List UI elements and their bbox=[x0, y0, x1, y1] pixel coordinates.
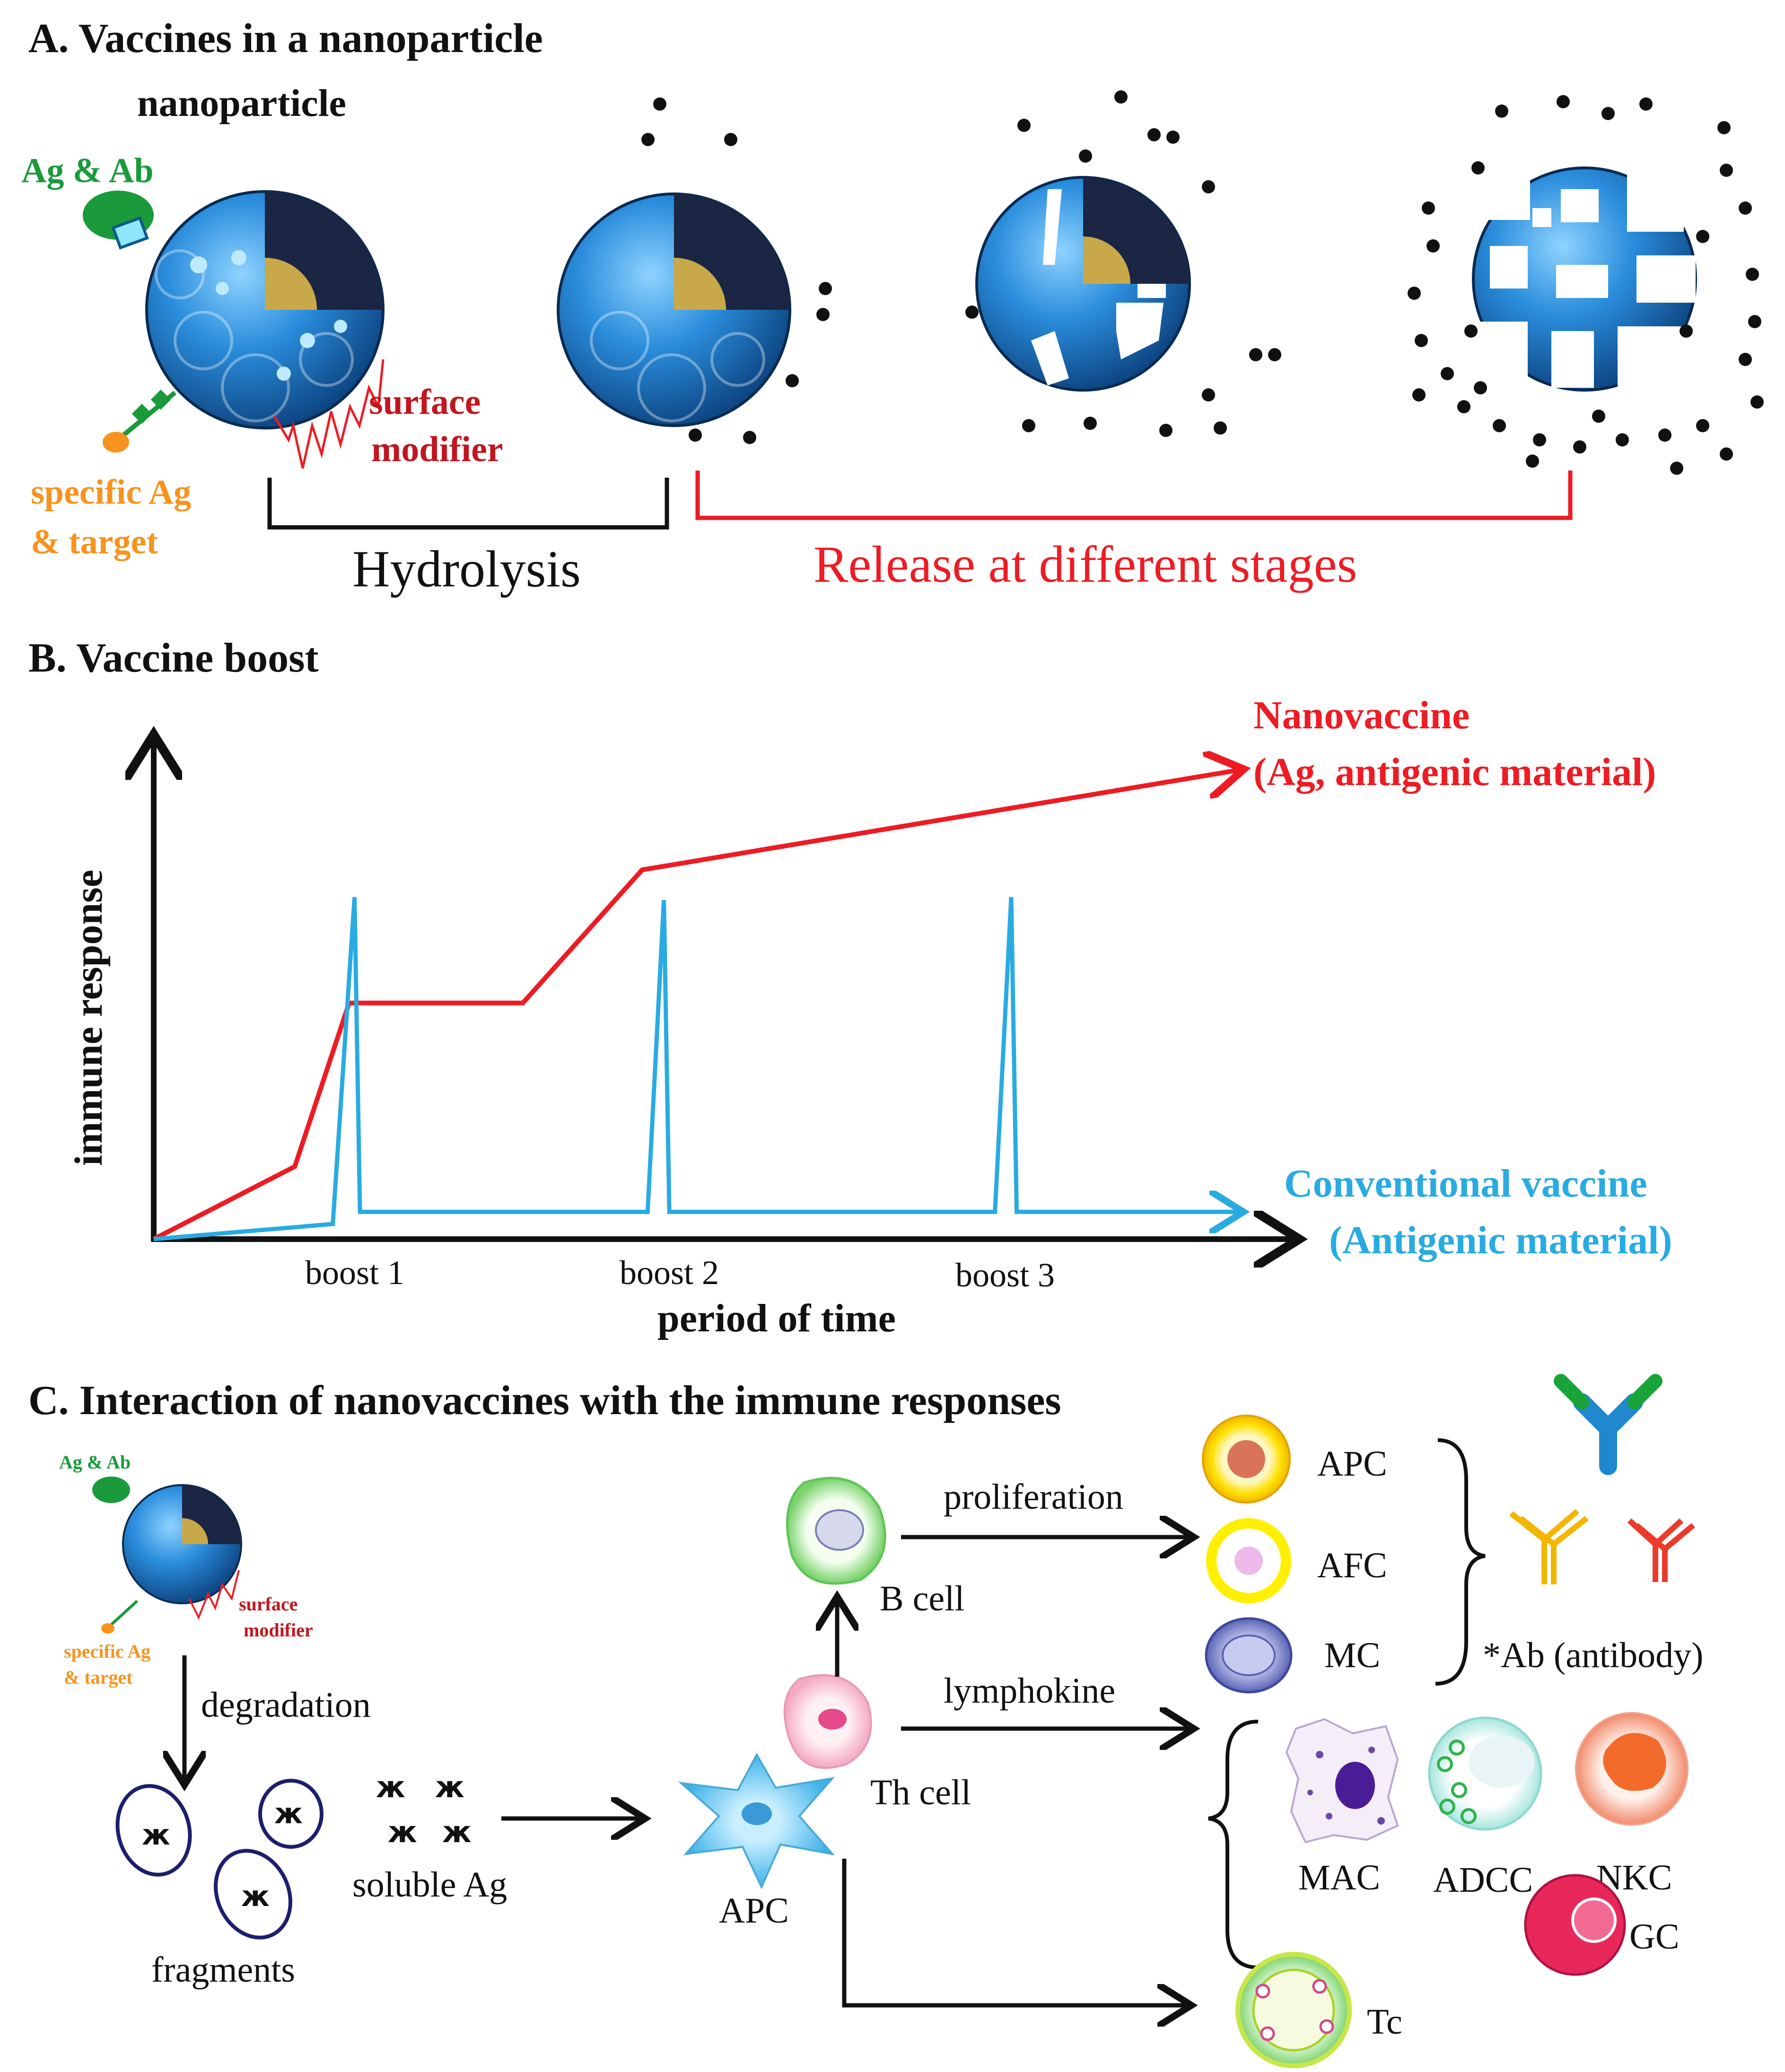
soluble-ag-label: soluble Ag bbox=[352, 1865, 507, 1905]
antibody-brace bbox=[1435, 1438, 1486, 1686]
adcc-label: ADCC bbox=[1433, 1860, 1533, 1900]
gc-label: GC bbox=[1629, 1917, 1680, 1957]
c-surface-modifier-line2: modifier bbox=[244, 1619, 313, 1641]
nanoparticle-fragmented bbox=[1472, 166, 1697, 393]
nanoparticle-degrading bbox=[975, 176, 1191, 392]
x-tick-label: boost 2 bbox=[620, 1254, 719, 1292]
mc-cell bbox=[1205, 1617, 1293, 1694]
panel-a-title: A. Vaccines in a nanoparticle bbox=[28, 16, 543, 61]
x-tick-label: boost 3 bbox=[955, 1256, 1055, 1294]
c-specific-ag-chain bbox=[101, 1600, 139, 1634]
panel-c-title: C. Interaction of nanovaccines with the … bbox=[28, 1378, 1061, 1424]
surface-modifier-line2: modifier bbox=[371, 429, 503, 469]
antibody-red-icon bbox=[1627, 1518, 1695, 1582]
svg-text:ж: ж bbox=[442, 1815, 472, 1849]
nanovaccine-label-line2: (Ag, antigenic material) bbox=[1253, 750, 1656, 794]
y-axis-label: immune response bbox=[67, 870, 111, 1166]
svg-text:ж: ж bbox=[435, 1770, 464, 1804]
fragment-antigen-marks: ж ж ж bbox=[142, 1797, 303, 1913]
panel-b-title: B. Vaccine boost bbox=[28, 635, 319, 681]
fragments-label: fragments bbox=[151, 1950, 295, 1990]
afc-cell bbox=[1206, 1518, 1291, 1603]
apc-to-tc-arrow bbox=[842, 1859, 1187, 2005]
svg-text:ж: ж bbox=[241, 1880, 270, 1913]
c-ag-ab-icon bbox=[92, 1477, 130, 1503]
x-axis-label: period of time bbox=[657, 1296, 896, 1340]
hydrolysis-label: Hydrolysis bbox=[352, 540, 581, 598]
antibody-label: *Ab (antibody) bbox=[1483, 1635, 1703, 1675]
x-tick-labels: boost 1 boost 2 boost 3 bbox=[305, 1254, 1055, 1294]
nanovaccine-label-line1: Nanovaccine bbox=[1253, 693, 1470, 737]
surface-modifier-squiggle bbox=[273, 359, 385, 469]
panel-c: C. Interaction of nanovaccines with the … bbox=[28, 1374, 1703, 2068]
afc-label: AFC bbox=[1317, 1546, 1387, 1585]
series-line-conventional bbox=[153, 897, 1239, 1241]
svg-text:ж: ж bbox=[376, 1770, 405, 1804]
surface-modifier-line1: surface bbox=[369, 382, 481, 422]
c-ag-ab-label: Ag & Ab bbox=[59, 1451, 131, 1473]
tc-cell bbox=[1235, 1952, 1352, 2068]
panel-b: B. Vaccine boost immune response period … bbox=[28, 635, 1672, 1340]
tc-label: Tc bbox=[1367, 2002, 1402, 2042]
released-antigen-dots bbox=[641, 90, 1764, 475]
svg-text:ж: ж bbox=[274, 1797, 303, 1830]
c-surface-modifier-squiggle bbox=[188, 1570, 240, 1620]
th-cell bbox=[783, 1674, 872, 1769]
x-tick-label: boost 1 bbox=[305, 1254, 404, 1292]
mc-label: MC bbox=[1324, 1635, 1380, 1675]
adcc-cell bbox=[1428, 1716, 1542, 1831]
effector-brace bbox=[1208, 1720, 1259, 1969]
ag-ab-icon bbox=[83, 191, 154, 250]
gc-cell bbox=[1524, 1874, 1626, 1976]
b-cell-label: B cell bbox=[880, 1579, 964, 1618]
apc-label: APC bbox=[719, 1891, 789, 1931]
series-line-nanovaccine bbox=[152, 770, 1239, 1241]
antibody-yellow-icon bbox=[1509, 1509, 1589, 1584]
proliferation-label: proliferation bbox=[944, 1477, 1123, 1517]
nkc-cell bbox=[1575, 1712, 1689, 1826]
degradation-label: degradation bbox=[201, 1685, 371, 1725]
specific-ag-line1: specific Ag bbox=[31, 473, 191, 512]
c-specific-ag-line1: specific Ag bbox=[64, 1641, 150, 1662]
hydrolysis-bracket bbox=[267, 478, 669, 530]
c-specific-ag-line2: & target bbox=[64, 1667, 133, 1688]
chart-series bbox=[152, 770, 1239, 1241]
nanoparticle-intact bbox=[145, 190, 385, 429]
apc-output-label: APC bbox=[1317, 1444, 1387, 1484]
mac-cell bbox=[1285, 1718, 1399, 1844]
fragments-icons bbox=[115, 1779, 324, 1940]
release-bracket bbox=[695, 471, 1573, 520]
specific-ag-line2: & target bbox=[31, 523, 158, 561]
conventional-label-line2: (Antigenic material) bbox=[1329, 1218, 1672, 1262]
c-surface-modifier-line1: surface bbox=[239, 1593, 298, 1615]
mac-label: MAC bbox=[1298, 1858, 1380, 1897]
nanoparticle-hydrolysis bbox=[557, 192, 791, 427]
specific-ag-chain bbox=[103, 389, 177, 453]
apc-output-cell bbox=[1202, 1415, 1291, 1504]
th-cell-label: Th cell bbox=[870, 1773, 971, 1812]
c-nanoparticle bbox=[122, 1484, 242, 1604]
b-cell bbox=[786, 1477, 886, 1585]
antibody-blue-icon bbox=[1554, 1374, 1662, 1475]
ag-ab-label: Ag & Ab bbox=[21, 151, 154, 190]
apc-cell bbox=[678, 1752, 835, 1889]
release-label: Release at different stages bbox=[814, 535, 1357, 593]
panel-a: A. Vaccines in a nanoparticle nanopartic… bbox=[21, 16, 1764, 598]
lymphokine-label: lymphokine bbox=[944, 1671, 1115, 1711]
nanoparticle-label: nanoparticle bbox=[137, 81, 346, 124]
svg-text:ж: ж bbox=[142, 1818, 170, 1852]
svg-text:ж: ж bbox=[388, 1815, 417, 1849]
conventional-label-line1: Conventional vaccine bbox=[1284, 1162, 1647, 1206]
